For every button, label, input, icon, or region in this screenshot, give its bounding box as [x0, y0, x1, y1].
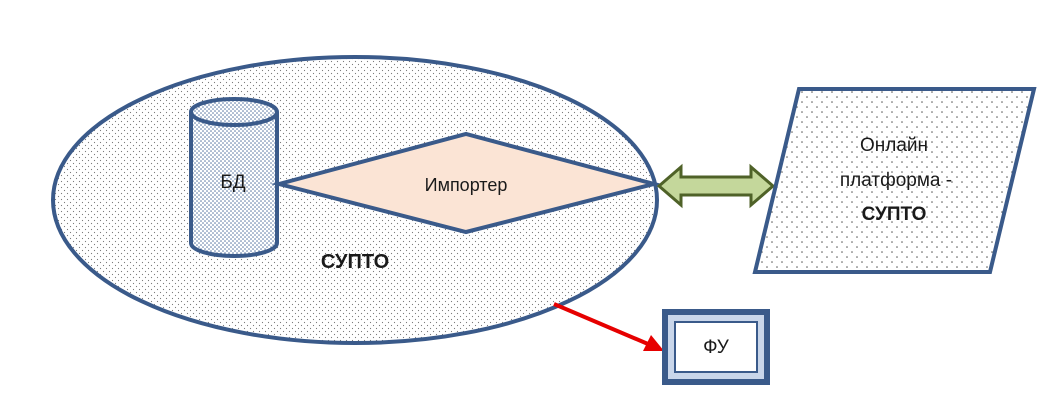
fiscal-device-inner — [674, 321, 758, 373]
database-top — [189, 97, 279, 127]
red-arrow-head — [643, 335, 664, 351]
database-label: БД — [220, 172, 245, 193]
importer-shape — [271, 131, 662, 235]
system-label: СУПТО — [321, 251, 389, 273]
platform-line-1: Онлайн — [860, 135, 928, 156]
database-body — [189, 112, 279, 258]
red-arrow-line — [553, 302, 649, 346]
double-headed-arrow-icon — [656, 163, 776, 209]
importer-diamond: Импортер — [271, 131, 662, 235]
fiscal-device-box: ФУ — [662, 309, 770, 385]
sync-arrow-shape — [656, 163, 776, 209]
red-arrow-icon — [553, 302, 664, 351]
importer-label: Импортер — [425, 175, 508, 195]
fiscal-device-label: ФУ — [703, 337, 730, 358]
platform-shape — [752, 87, 1037, 274]
platform-line-3: СУПТО — [862, 204, 927, 225]
database-cylinder-icon: БД — [189, 97, 279, 258]
platform-line-2: платформа - — [840, 170, 952, 191]
platform-parallelogram: Онлайн платформа - СУПТО — [752, 87, 1037, 274]
